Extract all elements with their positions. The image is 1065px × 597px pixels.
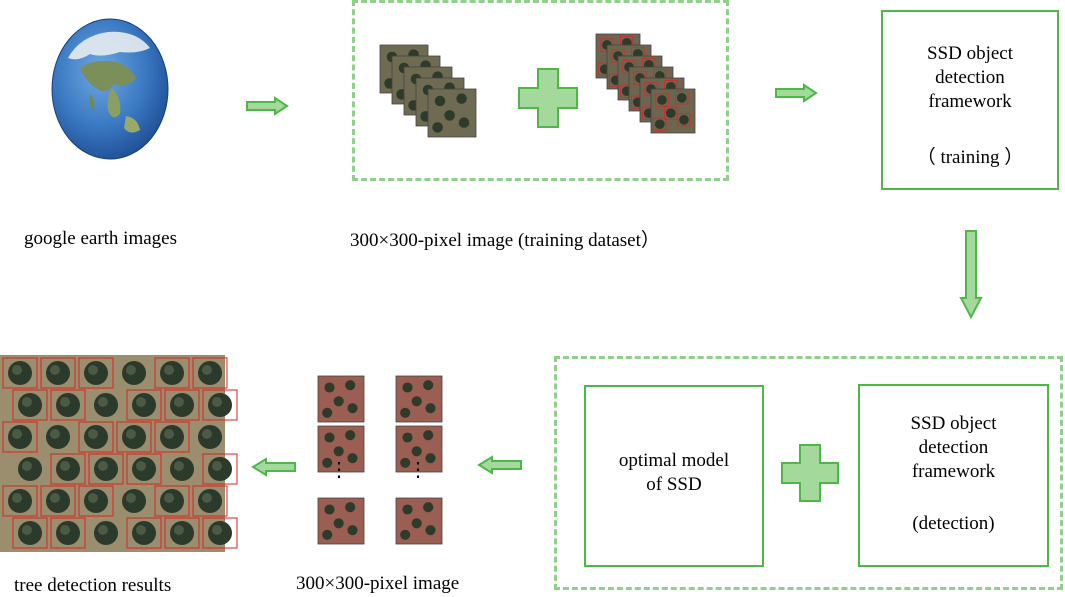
training-dataset-caption: 300×300-pixel image (training dataset） [350,230,660,251]
training-framework-line2: detection [935,67,1005,88]
tree-results-caption: tree detection results [14,575,172,596]
arrow-right-icon [775,83,818,103]
optimal-model-line2: of SSD [646,474,702,495]
image-stack-plain [379,44,477,138]
arrow-down-icon [959,230,983,320]
vertical-ellipsis-icon: ⋮ [329,459,349,481]
arrow-left-icon [251,457,296,477]
training-framework-line3: framework [928,91,1012,112]
detection-framework-line1: SSD object [910,413,997,434]
image-stack-annotated [595,33,696,134]
vertical-ellipsis-icon: ⋮ [408,459,428,481]
optimal-model-line1: optimal model [618,450,730,471]
detection-framework-box: SSD object detection framework (detectio… [858,384,1049,567]
detection-framework-line3: framework [911,461,996,482]
detection-frame [554,356,1063,590]
optimal-model-box: optimal model of SSD [584,385,764,567]
training-dataset-frame [352,0,729,181]
training-framework-line1: SSD object [926,43,1014,64]
plus-icon [781,444,839,502]
pixel-image-caption: 300×300-pixel image [296,573,460,594]
detection-framework-mode: (detection) [912,513,995,534]
globe-icon [51,18,169,160]
arrow-left-icon [477,455,522,475]
detection-framework-line2: detection [918,437,989,458]
training-framework-mode: （ training ） [916,147,1024,168]
image-tile-grid: ⋮ ⋮ [317,375,443,545]
tree-detection-image [0,355,238,552]
google-earth-caption: google earth images [24,228,178,249]
arrow-right-icon [246,96,289,116]
plus-icon [518,68,578,128]
training-framework-box: SSD object detection framework （ trainin… [881,10,1059,190]
